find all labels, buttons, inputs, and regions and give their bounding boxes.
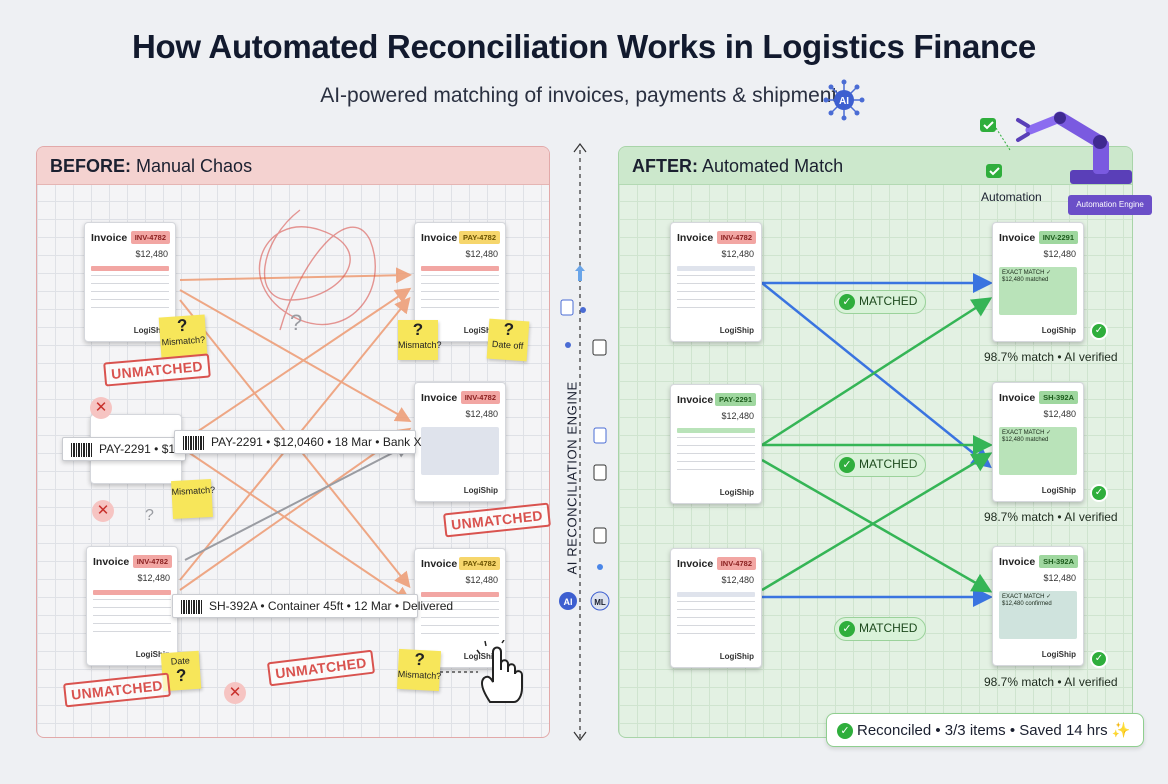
before-card-3: Invoice INV-4782 $12,480 LogiShip: [414, 382, 506, 502]
before-card-1: Invoice INV-4782 $12,480 LogiShip: [84, 222, 176, 342]
svg-text:AI: AI: [839, 96, 849, 107]
page-subtitle: AI-powered matching of invoices, payment…: [320, 84, 848, 107]
barcode-icon: [183, 436, 205, 450]
automation-engine-box: Automation Engine: [1068, 195, 1152, 215]
sticky-note: ?Mismatch?: [398, 320, 442, 360]
automation-checks-icon: [980, 118, 1011, 178]
matched-arrows-green: [761, 297, 993, 593]
after-right-card-1: Invoice INV-2291 $12,480 EXACT MATCH ✓ $…: [992, 222, 1084, 342]
verified-check-icon: ✓: [1090, 484, 1108, 502]
robot-arm-icon: [1016, 111, 1132, 184]
sticky-note: ?Date off: [486, 318, 530, 362]
check-icon: ✓: [839, 457, 855, 473]
before-card-5: Invoice PAY-4782 $12,480 LogiShip: [414, 548, 506, 668]
page-title: How Automated Reconciliation Works in Lo…: [132, 28, 1036, 65]
x-mark-icon: ✕: [90, 397, 112, 419]
after-right-card-3: Invoice SH-392A $12,480 EXACT MATCH ✓ $1…: [992, 546, 1084, 666]
after-right-card-2: Invoice SH-392A $12,480 EXACT MATCH ✓ $1…: [992, 382, 1084, 502]
sticky-note: ?Mismatch?: [396, 648, 441, 692]
chaos-arrows: [179, 267, 412, 603]
svg-text:?: ?: [290, 310, 302, 335]
ai-network-icon: AI: [823, 79, 865, 121]
after-left-card-2: Invoice PAY-2291 $12,480 LogiShip: [670, 384, 762, 504]
before-header: BEFORE: Manual Chaos: [37, 147, 549, 185]
matched-arrows-blue: [761, 273, 993, 607]
svg-text:?: ?: [145, 507, 154, 524]
payment-strip-short: PAY-2291 • $1: [62, 437, 186, 461]
matched-badge: ✓MATCHED: [834, 290, 927, 314]
ai-node-icon: [559, 592, 577, 610]
check-icon: ✓: [839, 621, 855, 637]
x-mark-icon: ✕: [92, 500, 114, 522]
after-label-bold: AFTER:: [632, 156, 698, 176]
after-left-card-3: Invoice INV-4782 $12,480 LogiShip: [670, 548, 762, 668]
ml-node-icon: [590, 591, 610, 611]
before-card-4: Invoice INV-4782 $12,480 LogiShip: [86, 546, 178, 666]
verified-check-icon: ✓: [1090, 322, 1108, 340]
svg-text:ML: ML: [594, 598, 606, 607]
scribble: [258, 209, 376, 331]
x-mark-icon: ✕: [224, 682, 246, 704]
automation-label: Automation: [981, 190, 1042, 204]
svg-text:AI: AI: [564, 597, 573, 607]
verified-label: 98.7% match • AI verified: [984, 675, 1118, 689]
after-left-card-1: Invoice INV-4782 $12,480 LogiShip: [670, 222, 762, 342]
sticky-note: Mismatch?: [171, 478, 215, 520]
after-header: AFTER: Automated Match: [619, 147, 1132, 185]
sticky-note: ?Mismatch?: [158, 314, 208, 358]
barcode-icon: [71, 443, 93, 457]
payment-strip: PAY-2291 • $12,0460 • 18 Mar • Bank X: [174, 430, 422, 454]
matched-badge: ✓MATCHED: [834, 453, 927, 477]
before-label-bold: BEFORE:: [50, 156, 131, 176]
check-icon: ✓: [839, 294, 855, 310]
verified-label: 98.7% match • AI verified: [984, 350, 1118, 364]
verified-check-icon: ✓: [1090, 650, 1108, 668]
hand-cursor-icon: [476, 640, 523, 703]
barcode-icon: [181, 600, 203, 614]
matched-badge: ✓MATCHED: [834, 617, 927, 641]
engine-flow-icons: [560, 265, 607, 570]
shipment-strip: SH-392A • Container 45ft • 12 Mar • Deli…: [172, 594, 453, 618]
summary-pill: ✓Reconciled • 3/3 items • Saved 14 hrs ✨: [826, 713, 1144, 747]
after-label-rest: Automated Match: [698, 156, 844, 176]
check-icon: ✓: [837, 723, 853, 740]
verified-label: 98.7% match • AI verified: [984, 510, 1118, 524]
before-label-rest: Manual Chaos: [131, 156, 253, 176]
